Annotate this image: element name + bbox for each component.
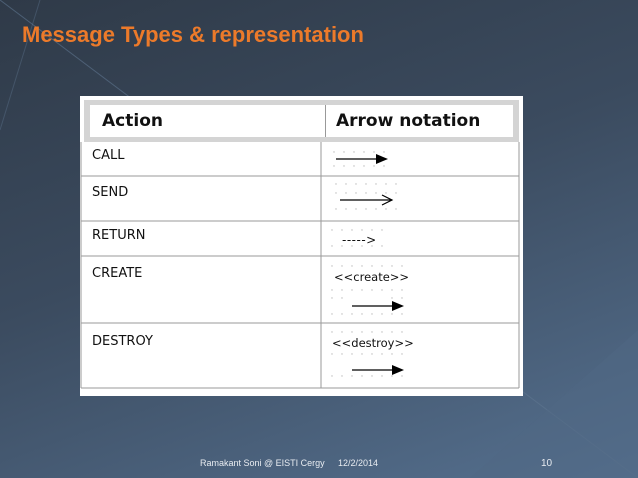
header-arrow-notation: Arrow notation: [336, 111, 481, 131]
table-header: Action Arrow notation: [84, 100, 519, 142]
create-stereotype-label: <<create>>: [334, 270, 410, 284]
row-create-action: CREATE: [92, 266, 143, 281]
footer-date: 12/2/2014: [338, 458, 379, 468]
header-action: Action: [102, 111, 163, 131]
message-types-table: Action Arrow notation CALL SEND RETURN -…: [80, 96, 523, 396]
footer-page-number: 10: [541, 458, 553, 469]
return-arrow-dots: [331, 229, 383, 247]
create-arrow-dots: [331, 265, 403, 315]
destroy-arrow-icon: [352, 365, 404, 375]
row-return-action: RETURN: [92, 228, 146, 243]
send-arrow-icon: [335, 183, 397, 210]
row-send-action: SEND: [92, 185, 129, 200]
call-arrow-icon: [333, 151, 388, 167]
create-arrow-icon: [352, 301, 404, 311]
destroy-stereotype-label: <<destroy>>: [332, 336, 414, 350]
table-grid: [80, 142, 520, 389]
row-call-action: CALL: [92, 148, 125, 163]
slide-title: Message Types & representation: [22, 22, 364, 47]
destroy-arrow-dots: [331, 331, 403, 377]
footer-author: Ramakant Soni @ EISTI Cergy: [200, 458, 325, 468]
return-arrow-icon: ----->: [342, 233, 377, 247]
row-destroy-action: DESTROY: [92, 334, 153, 349]
